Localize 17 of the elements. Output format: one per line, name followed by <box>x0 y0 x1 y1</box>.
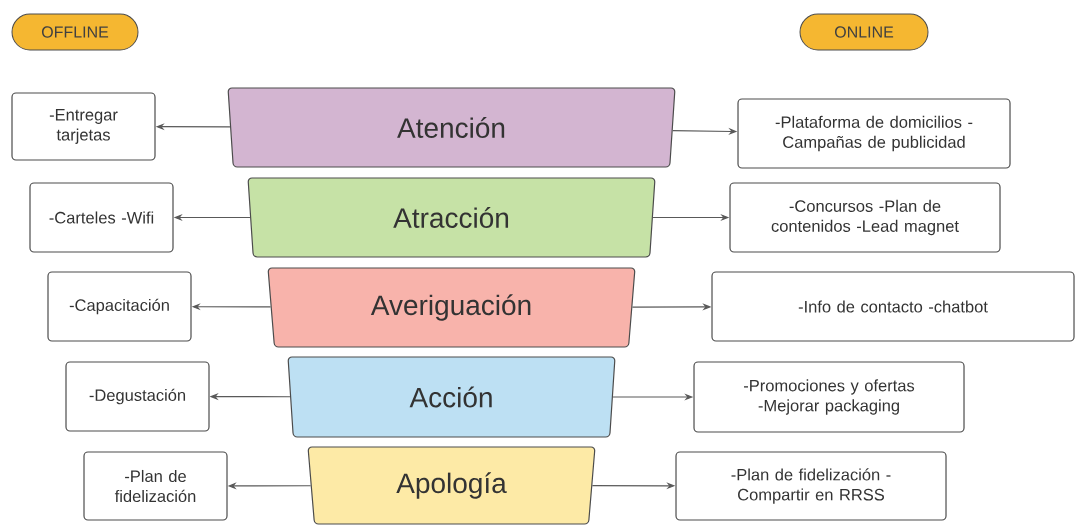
funnel-stage: Atención <box>227 87 676 168</box>
funnel-stage: Atracción <box>247 177 656 258</box>
funnel-stage: Apología <box>307 446 596 525</box>
text-box: -Info de contacto -chatbot <box>711 271 1075 342</box>
funnel-stage: Acción <box>287 356 616 438</box>
text-box: -Entregar tarjetas <box>11 92 156 161</box>
text-box: -Plan de fidelización <box>83 451 228 521</box>
label-pill: OFFLINE <box>11 13 139 51</box>
text-box: -Carteles -Wifi <box>29 182 174 253</box>
text-box: -Plataforma de domicilios -Campañas de publicidad <box>737 98 1011 169</box>
text-box: -Plan de fidelización -Compartir en RRSS <box>675 451 947 521</box>
text-box: -Degustación <box>65 361 210 432</box>
text-box: -Concursos -Plan de contenidos -Lead magnet <box>729 182 1001 253</box>
text-box: -Promociones y ofertas -Mejorar packaging <box>693 361 965 433</box>
funnel-stage: Averiguación <box>267 267 636 348</box>
label-pill: ONLINE <box>799 13 929 51</box>
text-box: -Capacitación <box>47 271 192 342</box>
